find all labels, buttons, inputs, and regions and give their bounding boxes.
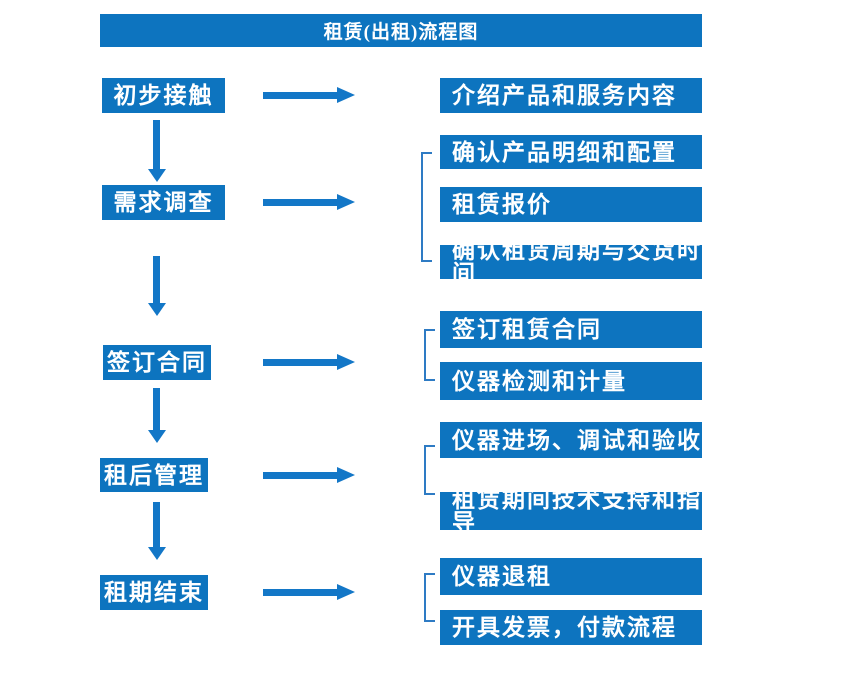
stage-box-initial-contact: 初步接触 xyxy=(102,78,225,113)
bracket-group-demand-survey xyxy=(421,152,432,262)
arrow-shaft xyxy=(153,120,160,169)
arrow-head xyxy=(337,467,355,483)
detail-box-rental-technical-support: 租赁期间技术支持和指导 xyxy=(440,488,702,534)
arrow-head xyxy=(337,354,355,370)
stage-box-sign-contract: 签订合同 xyxy=(103,345,211,380)
arrow-shaft xyxy=(263,589,337,596)
arrow-shaft xyxy=(153,256,160,303)
arrow-down-icon-2 xyxy=(148,256,166,316)
arrow-right-icon-stage5 xyxy=(263,584,355,600)
arrow-down-icon-4 xyxy=(148,502,166,560)
arrow-head xyxy=(337,87,355,103)
arrow-right-icon-stage2 xyxy=(263,194,355,210)
arrow-shaft xyxy=(263,359,337,366)
arrow-head xyxy=(148,169,166,182)
detail-box-introduce-products-services: 介绍产品和服务内容 xyxy=(440,78,702,113)
detail-box-confirm-rental-period-delivery: 确认租赁周期与交货时间 xyxy=(440,239,702,285)
arrow-head xyxy=(337,194,355,210)
detail-box-instrument-return: 仪器退租 xyxy=(440,558,702,595)
arrow-head xyxy=(337,584,355,600)
detail-box-invoice-payment-process: 开具发票，付款流程 xyxy=(440,610,702,645)
stage-box-lease-end: 租期结束 xyxy=(100,575,208,610)
arrow-right-icon-stage3 xyxy=(263,354,355,370)
bracket-group-sign-contract xyxy=(424,329,435,381)
detail-box-instrument-testing-metering: 仪器检测和计量 xyxy=(440,362,702,400)
stage-box-demand-survey: 需求调查 xyxy=(102,185,225,220)
arrow-shaft xyxy=(263,199,337,206)
arrow-down-icon-1 xyxy=(148,120,166,182)
stage-box-post-rental-management: 租后管理 xyxy=(100,458,208,492)
detail-box-instrument-entry-debug-acceptance: 仪器进场、调试和验收 xyxy=(440,422,702,458)
flowchart-title: 租赁(出租)流程图 xyxy=(100,14,702,47)
arrow-head xyxy=(148,430,166,443)
arrow-shaft xyxy=(153,388,160,430)
arrow-right-icon-stage1 xyxy=(263,87,355,103)
arrow-shaft xyxy=(263,92,337,99)
arrow-right-icon-stage4 xyxy=(263,467,355,483)
arrow-shaft xyxy=(263,472,337,479)
arrow-head xyxy=(148,547,166,560)
detail-box-rental-quotation: 租赁报价 xyxy=(440,187,702,222)
detail-box-confirm-product-details-config: 确认产品明细和配置 xyxy=(440,135,702,169)
arrow-down-icon-3 xyxy=(148,388,166,443)
arrow-head xyxy=(148,303,166,316)
arrow-shaft xyxy=(153,502,160,547)
bracket-group-post-rental-management xyxy=(424,445,435,495)
detail-box-sign-rental-contract: 签订租赁合同 xyxy=(440,311,702,348)
bracket-group-lease-end xyxy=(424,573,435,622)
